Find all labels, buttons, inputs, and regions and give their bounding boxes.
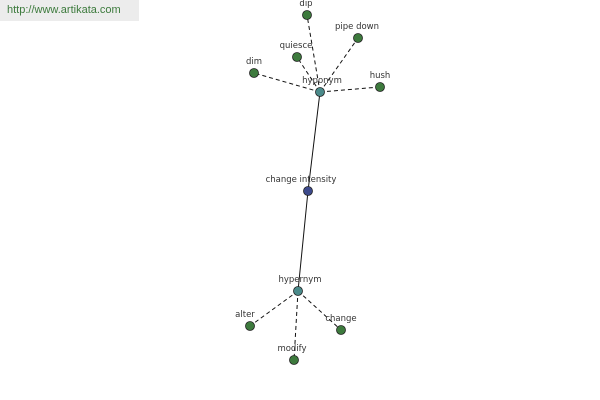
watermark-bar: http://www.artikata.com <box>0 0 139 21</box>
edge-hypernym-modify <box>293 290 299 361</box>
label-dip: dip <box>299 0 312 9</box>
node-hypernym[interactable] <box>293 286 303 296</box>
label-modify: modify <box>277 344 306 354</box>
node-quiesce[interactable] <box>292 52 302 62</box>
watermark-url[interactable]: http://www.artikata.com <box>7 4 121 16</box>
node-pipe-down[interactable] <box>353 33 363 43</box>
label-alter: alter <box>235 310 255 320</box>
node-change-intensity[interactable] <box>303 186 313 196</box>
node-dim[interactable] <box>249 68 259 78</box>
node-modify[interactable] <box>289 355 299 365</box>
node-hush[interactable] <box>375 82 385 92</box>
node-alter[interactable] <box>245 321 255 331</box>
label-change: change <box>325 314 356 324</box>
label-hush: hush <box>370 71 391 81</box>
edge-center-hyponym <box>307 91 321 192</box>
node-dip[interactable] <box>302 10 312 20</box>
edge-hyponym-hush <box>319 86 381 93</box>
node-change[interactable] <box>336 325 346 335</box>
edge-hypernym-alter <box>249 290 299 327</box>
edge-hypernym-change <box>297 290 342 331</box>
label-change-intensity: change intensity <box>266 175 337 185</box>
label-hyponym: hyponym <box>302 76 342 86</box>
edge-hyponym-dip <box>306 14 321 93</box>
edge-hyponym-dim <box>253 72 321 93</box>
label-dim: dim <box>246 57 262 67</box>
edge-center-hypernym <box>297 190 309 292</box>
label-hypernym: hypernym <box>278 275 321 285</box>
label-quiesce: quiesce <box>280 41 313 51</box>
label-pipe-down: pipe down <box>335 22 379 32</box>
node-hyponym[interactable] <box>315 87 325 97</box>
